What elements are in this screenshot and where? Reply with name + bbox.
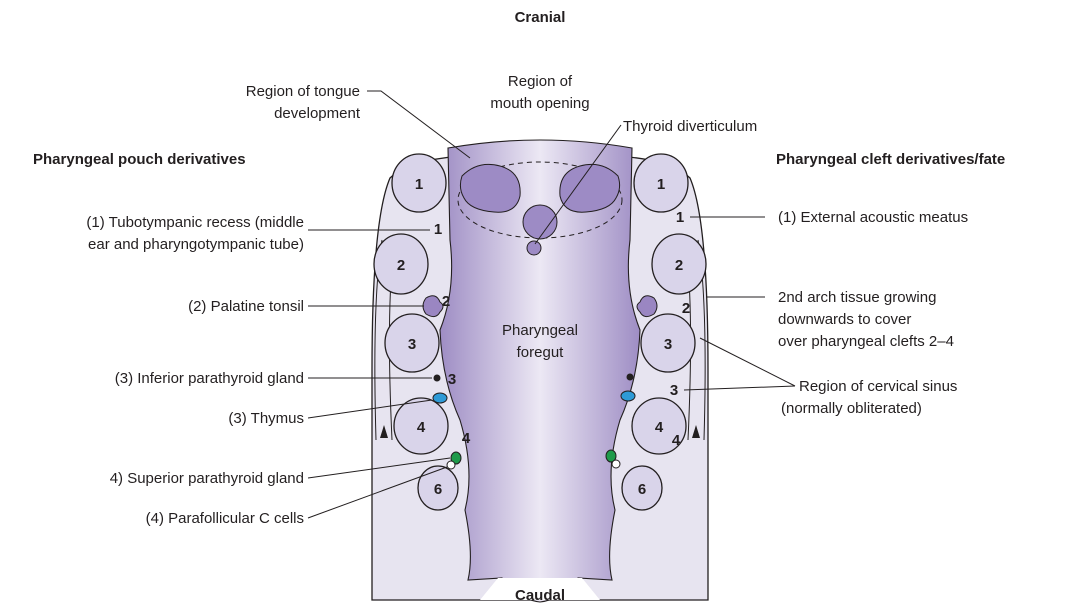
tongue-swelling-right [560, 164, 620, 212]
mouth-region-label-1: Region of [508, 73, 573, 90]
palatine-tonsil-label: (2) Palatine tonsil [188, 298, 304, 315]
left-arch-1-label: 1 [415, 176, 423, 193]
tubotympanic-label-1: (1) Tubotympanic recess (middle [86, 214, 304, 231]
cervical-sinus-label-1: Region of cervical sinus [799, 378, 957, 395]
parafollicular-label: (4) Parafollicular C cells [146, 510, 304, 527]
thymus-label: (3) Thymus [228, 410, 304, 427]
inferior-parathyroid-right [627, 374, 634, 381]
pouch-3-label: 3 [448, 371, 456, 388]
tongue-region-label-2: development [274, 105, 361, 122]
inferior-parathyroid-label: (3) Inferior parathyroid gland [115, 370, 304, 387]
external-acoustic-label: (1) External acoustic meatus [778, 209, 968, 226]
cleft-1-label: 1 [676, 209, 684, 226]
right-heading: Pharyngeal cleft derivatives/fate [776, 151, 1005, 168]
inferior-parathyroid-left [434, 375, 441, 382]
pouch-1-label: 1 [434, 221, 442, 238]
right-arch-1-label: 1 [657, 176, 665, 193]
thyroid-diverticulum [527, 241, 541, 255]
parafollicular-left [447, 461, 455, 469]
thyroid-label: Thyroid diverticulum [623, 118, 757, 135]
left-arch-3-label: 3 [408, 336, 416, 353]
tongue-region-label-1: Region of tongue [246, 83, 360, 100]
median-tongue-bud [523, 205, 557, 239]
cranial-label: Cranial [515, 9, 566, 26]
tongue-swelling-left [460, 164, 520, 212]
superior-parathyroid-label: 4) Superior parathyroid gland [110, 470, 304, 487]
left-arch-6-label: 6 [434, 481, 442, 498]
right-arch-6-label: 6 [638, 481, 646, 498]
pouch-2-label: 2 [442, 293, 450, 310]
foregut-label-2: foregut [517, 344, 565, 361]
mouth-region-label-2: mouth opening [490, 95, 589, 112]
cervical-sinus-label-2: (normally obliterated) [781, 400, 922, 417]
pouch-4-label: 4 [462, 430, 471, 447]
parafollicular-right [612, 460, 620, 468]
thymus-right [621, 391, 635, 401]
thymus-left [433, 393, 447, 403]
tubotympanic-label-2: ear and pharyngotympanic tube) [88, 236, 304, 253]
left-arch-4-label: 4 [417, 419, 426, 436]
second-arch-label-2: downwards to cover [778, 311, 911, 328]
left-arch-2-label: 2 [397, 257, 405, 274]
right-arch-3-label: 3 [664, 336, 672, 353]
left-heading: Pharyngeal pouch derivatives [33, 151, 246, 168]
caudal-label: Caudal [515, 587, 565, 604]
second-arch-label-1: 2nd arch tissue growing [778, 289, 936, 306]
cleft-3-label: 3 [670, 382, 678, 399]
cleft-4-label: 4 [672, 432, 681, 449]
right-arch-4-label: 4 [655, 419, 664, 436]
foregut-label-1: Pharyngeal [502, 322, 578, 339]
cleft-2-label: 2 [682, 300, 690, 317]
second-arch-label-3: over pharyngeal clefts 2–4 [778, 333, 954, 350]
right-arch-2-label: 2 [675, 257, 683, 274]
